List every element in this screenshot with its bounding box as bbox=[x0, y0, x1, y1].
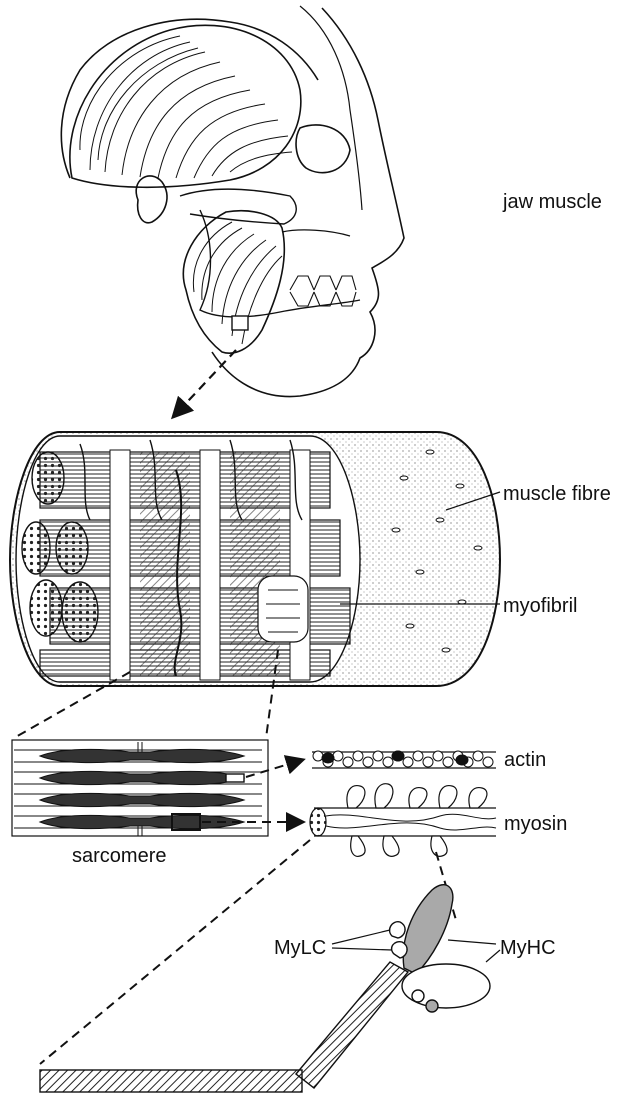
muscle-fibre-illustration bbox=[10, 432, 500, 686]
arrow-jaw-to-fibre bbox=[174, 350, 236, 416]
leader-mylc bbox=[332, 930, 392, 950]
jaw-muscle-illustration bbox=[183, 211, 284, 353]
temporalis-muscle bbox=[70, 25, 301, 187]
label-jaw-muscle: jaw muscle bbox=[502, 191, 602, 213]
sarcomere-illustration bbox=[12, 740, 268, 836]
label-sarcomere: sarcomere bbox=[72, 845, 166, 867]
myosin-filament bbox=[310, 784, 496, 857]
actin-filament bbox=[312, 751, 496, 768]
label-myhc: MyHC bbox=[500, 937, 556, 959]
myosin-molecule bbox=[40, 885, 490, 1092]
label-actin: actin bbox=[504, 749, 546, 771]
head-illustration bbox=[61, 6, 404, 397]
zoom-line-molecule-left bbox=[40, 840, 310, 1064]
label-mylc: MyLC bbox=[274, 937, 326, 959]
label-myosin: myosin bbox=[504, 813, 567, 835]
leader-myhc bbox=[448, 940, 500, 962]
label-muscle-fibre: muscle fibre bbox=[503, 483, 611, 505]
label-myofibril: myofibril bbox=[503, 595, 577, 617]
